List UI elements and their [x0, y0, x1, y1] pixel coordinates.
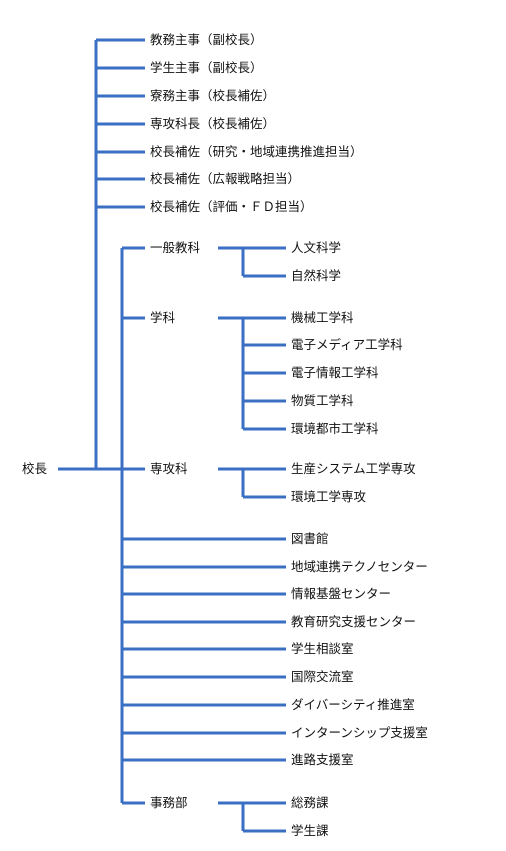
staff-node: 寮務主事（校長補佐）	[150, 88, 276, 103]
staff-node: 学生主事（副校長）	[150, 60, 263, 75]
facility-node: 学生相談室	[291, 641, 354, 656]
facility-node: 教育研究支援センター	[291, 614, 417, 629]
staff-node: 校長補佐（研究・地域連携推進担当）	[150, 144, 363, 159]
division-child-node: 物質工学科	[291, 393, 354, 408]
division-child-node: 人文科学	[291, 240, 342, 255]
office-node: 事務部	[150, 795, 188, 810]
staff-node: 校長補佐（評価・ＦＤ担当）	[150, 199, 313, 214]
division-node: 学科	[150, 310, 176, 325]
facility-node: 情報基盤センター	[291, 586, 392, 601]
division-child-node: 自然科学	[291, 268, 342, 283]
facility-node: ダイバーシティ推進室	[291, 697, 415, 712]
division-child-node: 電子メディア工学科	[291, 337, 403, 352]
division-node: 一般教科	[150, 240, 201, 255]
division-node: 専攻科	[150, 461, 188, 476]
facility-node: 地域連携テクノセンター	[291, 559, 428, 574]
facility-node: 国際交流室	[291, 669, 354, 684]
staff-node: 専攻科長（校長補佐）	[150, 116, 276, 131]
division-child-node: 環境都市工学科	[291, 421, 379, 436]
staff-node: 教務主事（副校長）	[150, 32, 263, 47]
root-node-principal: 校長	[22, 461, 48, 476]
facility-node: 進路支援室	[291, 752, 354, 767]
staff-node: 校長補佐（広報戦略担当）	[150, 171, 301, 186]
division-child-node: 環境工学専攻	[291, 489, 367, 504]
office-child-node: 総務課	[291, 795, 329, 810]
facility-node: インターンシップ支援室	[291, 725, 428, 740]
facility-node: 図書館	[291, 531, 329, 546]
office-child-node: 学生課	[291, 823, 329, 838]
division-child-node: 機械工学科	[291, 310, 354, 325]
division-child-node: 生産システム工学専攻	[291, 461, 416, 476]
division-child-node: 電子情報工学科	[291, 365, 379, 380]
